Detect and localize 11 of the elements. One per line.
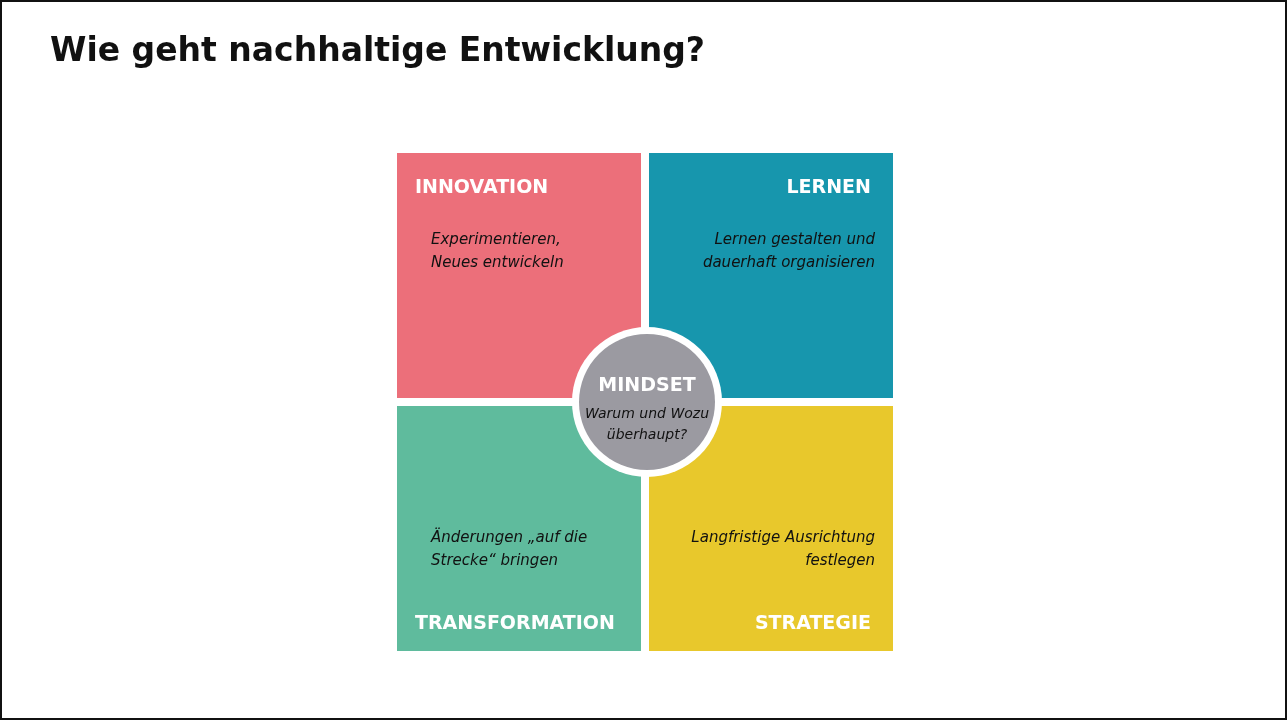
quadrant-text: Experimentieren, Neues entwickeln (431, 229, 565, 273)
quadrant-heading: TRANSFORMATION (415, 611, 615, 633)
quadrant-heading: LERNEN (786, 175, 871, 197)
quadrant-heading: STRATEGIE (754, 611, 871, 633)
quadrant-text: Langfristige Ausrichtung festlegen (690, 527, 875, 571)
quadrant-text: Änderungen „auf die Strecke“ bringen (431, 526, 589, 571)
slide-title: Wie geht nachhaltige Entwicklung? (50, 30, 705, 69)
quadrant-text: Lernen gestalten und dauerhaft organisieren (701, 229, 875, 273)
circle-heading: MINDSET (598, 373, 696, 395)
quadrant-heading: INNOVATION (415, 175, 549, 197)
circle-text: Warum und Wozu überhaupt? (583, 404, 711, 444)
